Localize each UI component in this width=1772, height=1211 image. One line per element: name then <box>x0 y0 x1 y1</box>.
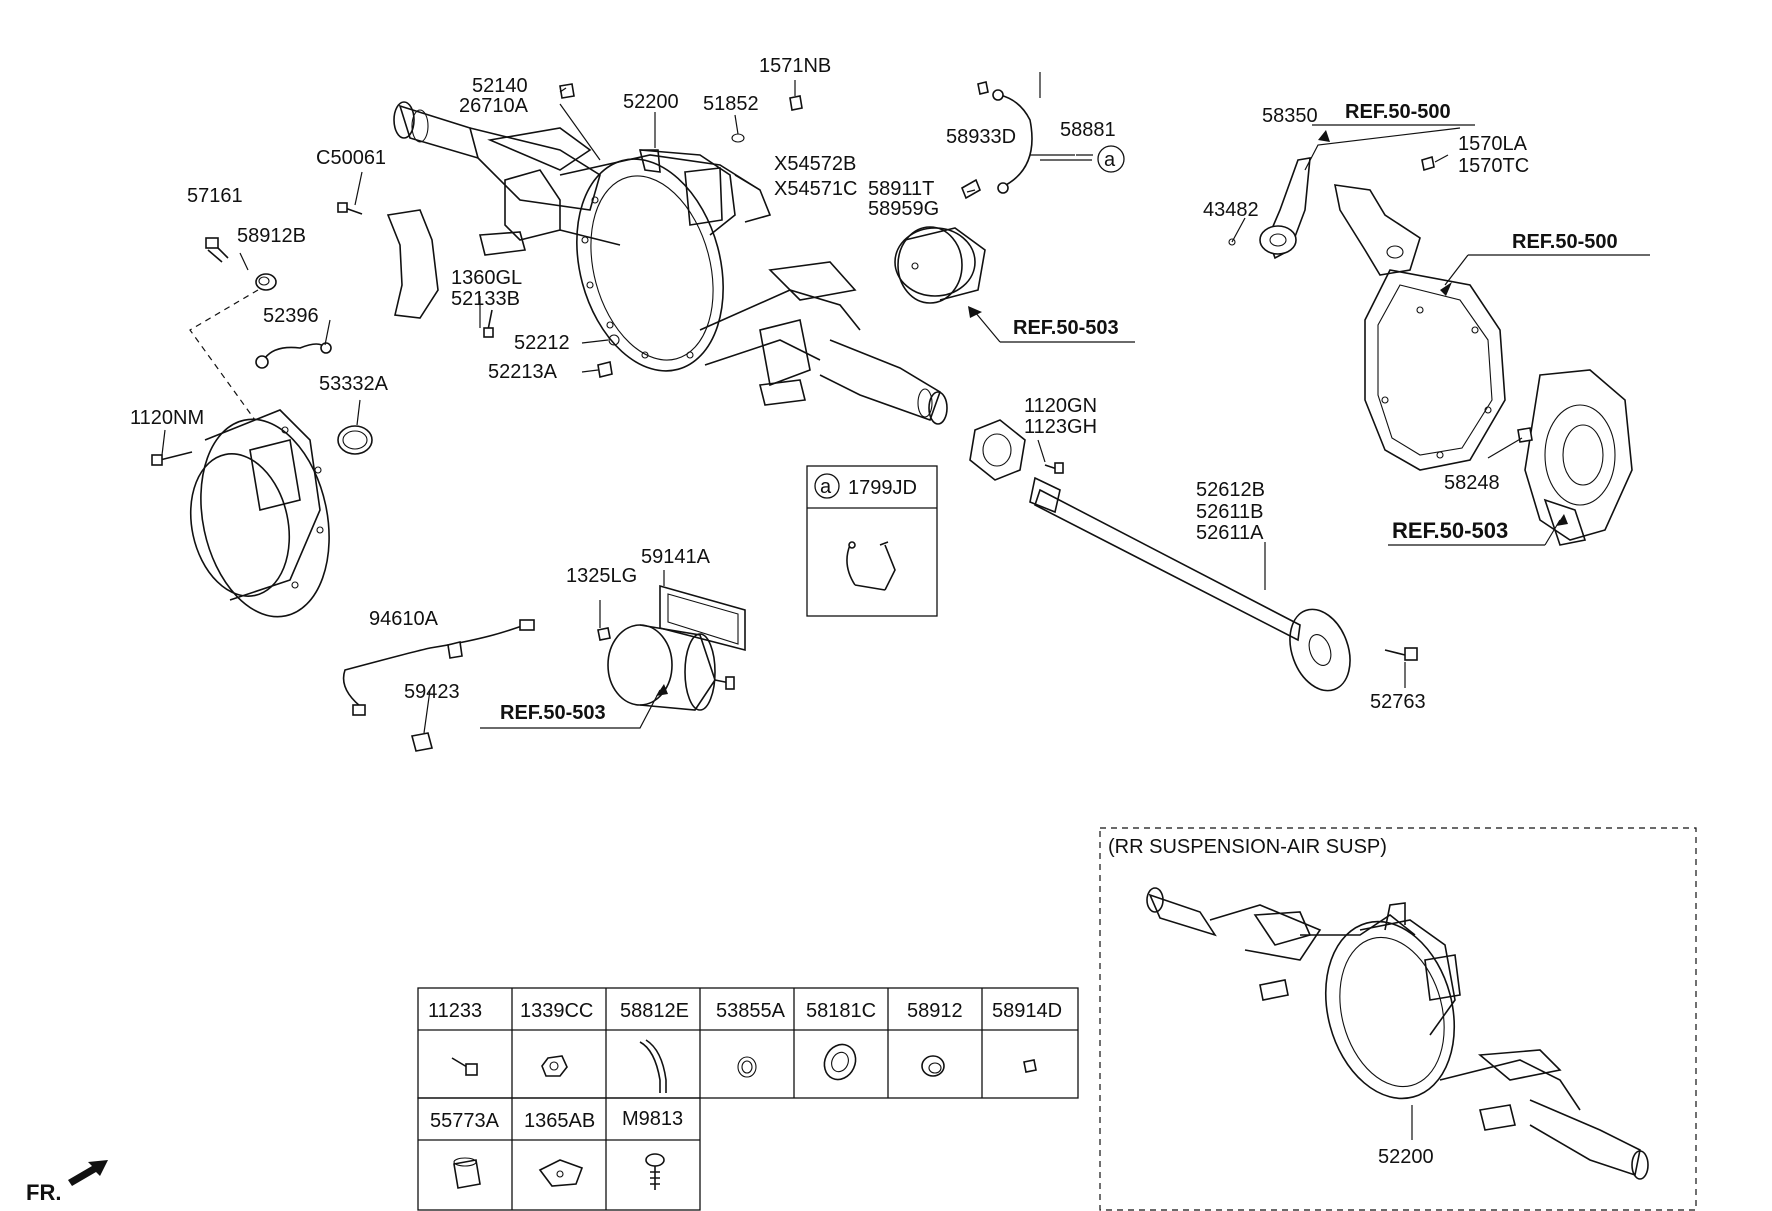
table-cell-1339cc: 1339CC <box>520 1000 593 1022</box>
label-59141a: 59141A <box>641 546 711 568</box>
left-small-parts <box>151 83 803 466</box>
label-58248: 58248 <box>1444 472 1500 494</box>
axle-housing-drawing <box>393 101 948 425</box>
hub-nut-drawing <box>969 419 1064 481</box>
ref-50-503-mid: REF.50-503 <box>1013 317 1119 339</box>
label-58911t: 58911T <box>868 178 934 200</box>
label-57161: 57161 <box>187 185 243 207</box>
table-cell-58912: 58912 <box>907 1000 963 1022</box>
inset-label-52200: 52200 <box>1378 1146 1434 1168</box>
label-52611b: 52611B <box>1196 501 1263 523</box>
label-1571nb: 1571NB <box>759 55 831 77</box>
label-26710a: 26710A <box>459 95 529 117</box>
clip-icon <box>921 1055 945 1077</box>
label-1120gn: 1120GN <box>1024 395 1097 417</box>
table-cell-11233: 11233 <box>428 1000 482 1022</box>
sleeve-icon <box>453 1157 481 1189</box>
label-51852: 51852 <box>703 93 759 115</box>
label-43482: 43482 <box>1203 199 1259 221</box>
ref-50-503-right: REF.50-503 <box>1392 518 1508 543</box>
label-59423: 59423 <box>404 681 460 703</box>
label-1325lg: 1325LG <box>566 565 637 587</box>
table-cell-58812e: 58812E <box>620 1000 689 1022</box>
label-x54571c: X54571C <box>774 178 857 200</box>
label-94610a: 94610A <box>369 608 439 630</box>
nut-icon <box>541 1055 568 1077</box>
label-52763: 52763 <box>1370 691 1426 713</box>
ref-50-500-right: REF.50-500 <box>1512 231 1618 253</box>
ref-50-503-bottom: REF.50-503 <box>500 702 606 724</box>
label-58959g: 58959G <box>868 198 939 220</box>
screw-icon <box>645 1153 665 1190</box>
table-cell-53855a: 53855A <box>716 1000 786 1022</box>
callout-a: a <box>1097 145 1125 173</box>
axle-shaft-drawing <box>1029 476 1418 692</box>
label-52611a: 52611A <box>1196 522 1264 544</box>
callout-box-1799jd: a 1799JD <box>806 465 938 617</box>
label-52612b: 52612B <box>1196 479 1265 501</box>
reference-labels: REF.50-500 REF.50-500 REF.50-503 REF.50-… <box>500 101 1618 724</box>
brake-chamber-top <box>894 81 1033 304</box>
front-direction-indicator: FR. <box>26 1160 108 1205</box>
label-58912b: 58912B <box>237 225 306 247</box>
washer-icon <box>823 1043 857 1081</box>
bolt-icon <box>451 1057 478 1076</box>
inset-air-suspension: (RR SUSPENSION-AIR SUSP) 52200 <box>1099 827 1697 1211</box>
abs-sensor-drawing <box>342 619 535 752</box>
ref-arrowheads <box>656 130 1568 696</box>
label-x54572b: X54572B <box>774 153 856 175</box>
part-number-labels: 52140 26710A 52200 1571NB 51852 X54572B … <box>130 55 1529 713</box>
label-52396: 52396 <box>263 305 319 327</box>
label-1799jd: 1799JD <box>848 477 917 499</box>
label-52200: 52200 <box>623 91 679 113</box>
label-1360gl: 1360GL <box>451 267 522 289</box>
label-52140: 52140 <box>472 75 528 97</box>
label-1123gh: 1123GH <box>1024 416 1097 438</box>
fitting-icon <box>1023 1059 1037 1073</box>
label-1570la: 1570LA <box>1458 133 1528 155</box>
label-1120nm: 1120NM <box>130 407 204 429</box>
label-58881: 58881 <box>1060 119 1116 141</box>
hose-icon <box>639 1039 667 1093</box>
label-52213a: 52213A <box>488 361 558 383</box>
table-cell-58181c: 58181C <box>806 1000 876 1022</box>
svg-text:a: a <box>1104 149 1116 171</box>
table-cell-1365ab: 1365AB <box>524 1110 595 1132</box>
plate-icon <box>538 1159 584 1187</box>
label-c50061: C50061 <box>316 147 386 169</box>
label-58933d: 58933D <box>946 126 1016 148</box>
spring-brake-chamber-drawing <box>597 584 746 711</box>
slack-adjuster-drawing <box>1228 155 1435 276</box>
ring-icon <box>737 1056 757 1078</box>
table-cell-55773a: 55773A <box>430 1110 500 1132</box>
table-cell-m9813: M9813 <box>622 1108 683 1130</box>
front-label: FR. <box>26 1180 61 1205</box>
ref-50-500-top: REF.50-500 <box>1345 101 1451 123</box>
label-52212: 52212 <box>514 332 570 354</box>
label-58350: 58350 <box>1262 105 1318 127</box>
label-1570tc: 1570TC <box>1458 155 1529 177</box>
leader-lines <box>161 72 1650 734</box>
differential-carrier-drawing <box>189 409 330 618</box>
common-parts-table: 11233 1339CC 58812E 53855A 58181C 58912 … <box>417 987 1079 1211</box>
label-53332a: 53332A <box>319 373 389 395</box>
label-52133b: 52133B <box>451 288 520 310</box>
arrow-icon <box>68 1160 108 1186</box>
inset-title: (RR SUSPENSION-AIR SUSP) <box>1108 836 1387 858</box>
brake-backing-plate-drawing <box>1364 269 1633 546</box>
table-cell-58914d: 58914D <box>992 1000 1062 1022</box>
svg-text:a: a <box>820 476 832 498</box>
